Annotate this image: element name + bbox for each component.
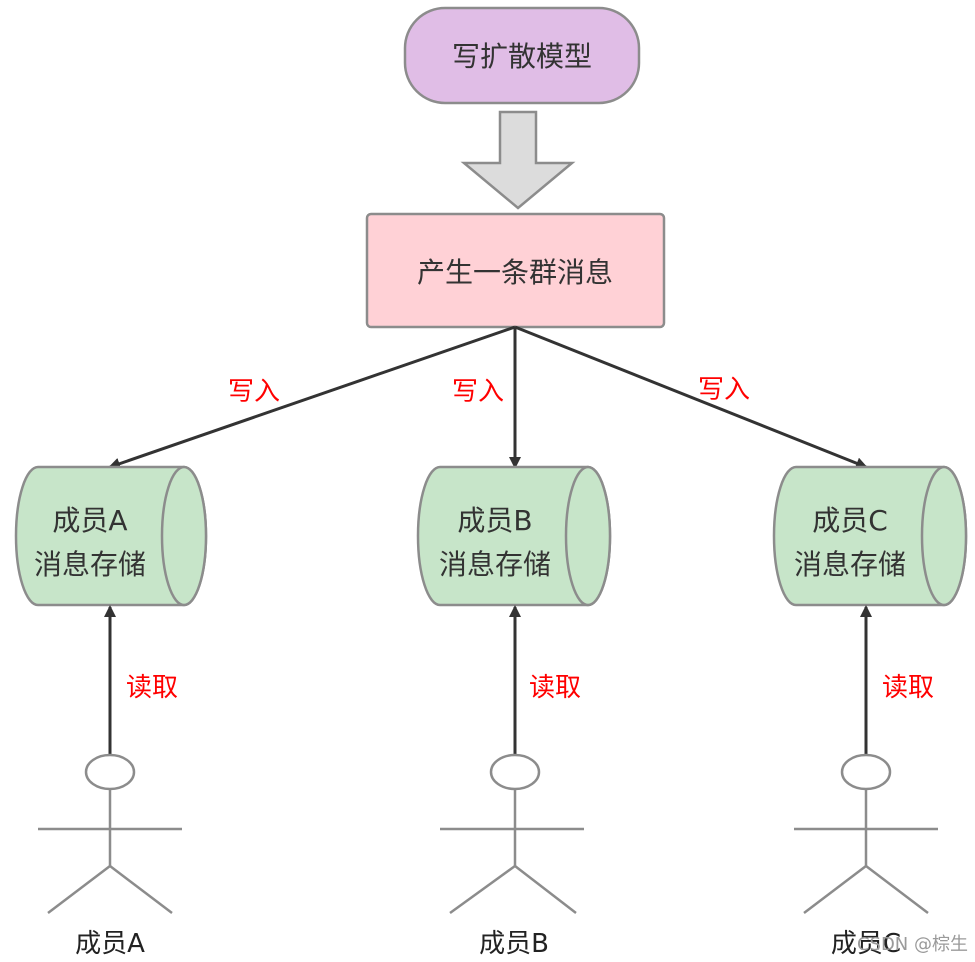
actor-c-icon [794, 753, 938, 914]
write-arrow-a [108, 325, 516, 470]
write-arrow-c [514, 325, 868, 469]
store-c-line2: 消息存储 [794, 548, 906, 581]
store-c: 成员C 消息存储 [772, 465, 968, 607]
actor-b-icon [440, 753, 584, 915]
store-a-line2: 消息存储 [34, 548, 146, 581]
store-b-line1: 成员B [457, 504, 532, 537]
member-b-caption: 成员B [479, 929, 549, 959]
watermark-text: CSDN @棕生 [857, 934, 968, 955]
title-node: 写扩散模型 [403, 6, 641, 105]
flow-down-arrow-icon [460, 110, 576, 210]
write-label-b: 写入 [452, 377, 504, 407]
read-label-a: 读取 [126, 673, 178, 703]
message-label: 产生一条群消息 [417, 256, 613, 289]
store-b: 成员B 消息存储 [416, 465, 612, 607]
title-label: 写扩散模型 [452, 40, 592, 73]
member-a-caption: 成员A [75, 929, 145, 959]
store-a: 成员A 消息存储 [14, 465, 208, 607]
write-label-a: 写入 [228, 377, 280, 407]
message-node: 产生一条群消息 [365, 212, 666, 329]
read-label-c: 读取 [882, 673, 934, 703]
member-c-caption: 成员C [831, 929, 901, 959]
read-label-b: 读取 [529, 673, 581, 703]
actor-a-icon [38, 753, 182, 914]
store-c-line1: 成员C [812, 504, 888, 537]
write-label-c: 写入 [698, 375, 750, 405]
store-a-line1: 成员A [52, 504, 127, 537]
store-b-line2: 消息存储 [439, 548, 551, 581]
